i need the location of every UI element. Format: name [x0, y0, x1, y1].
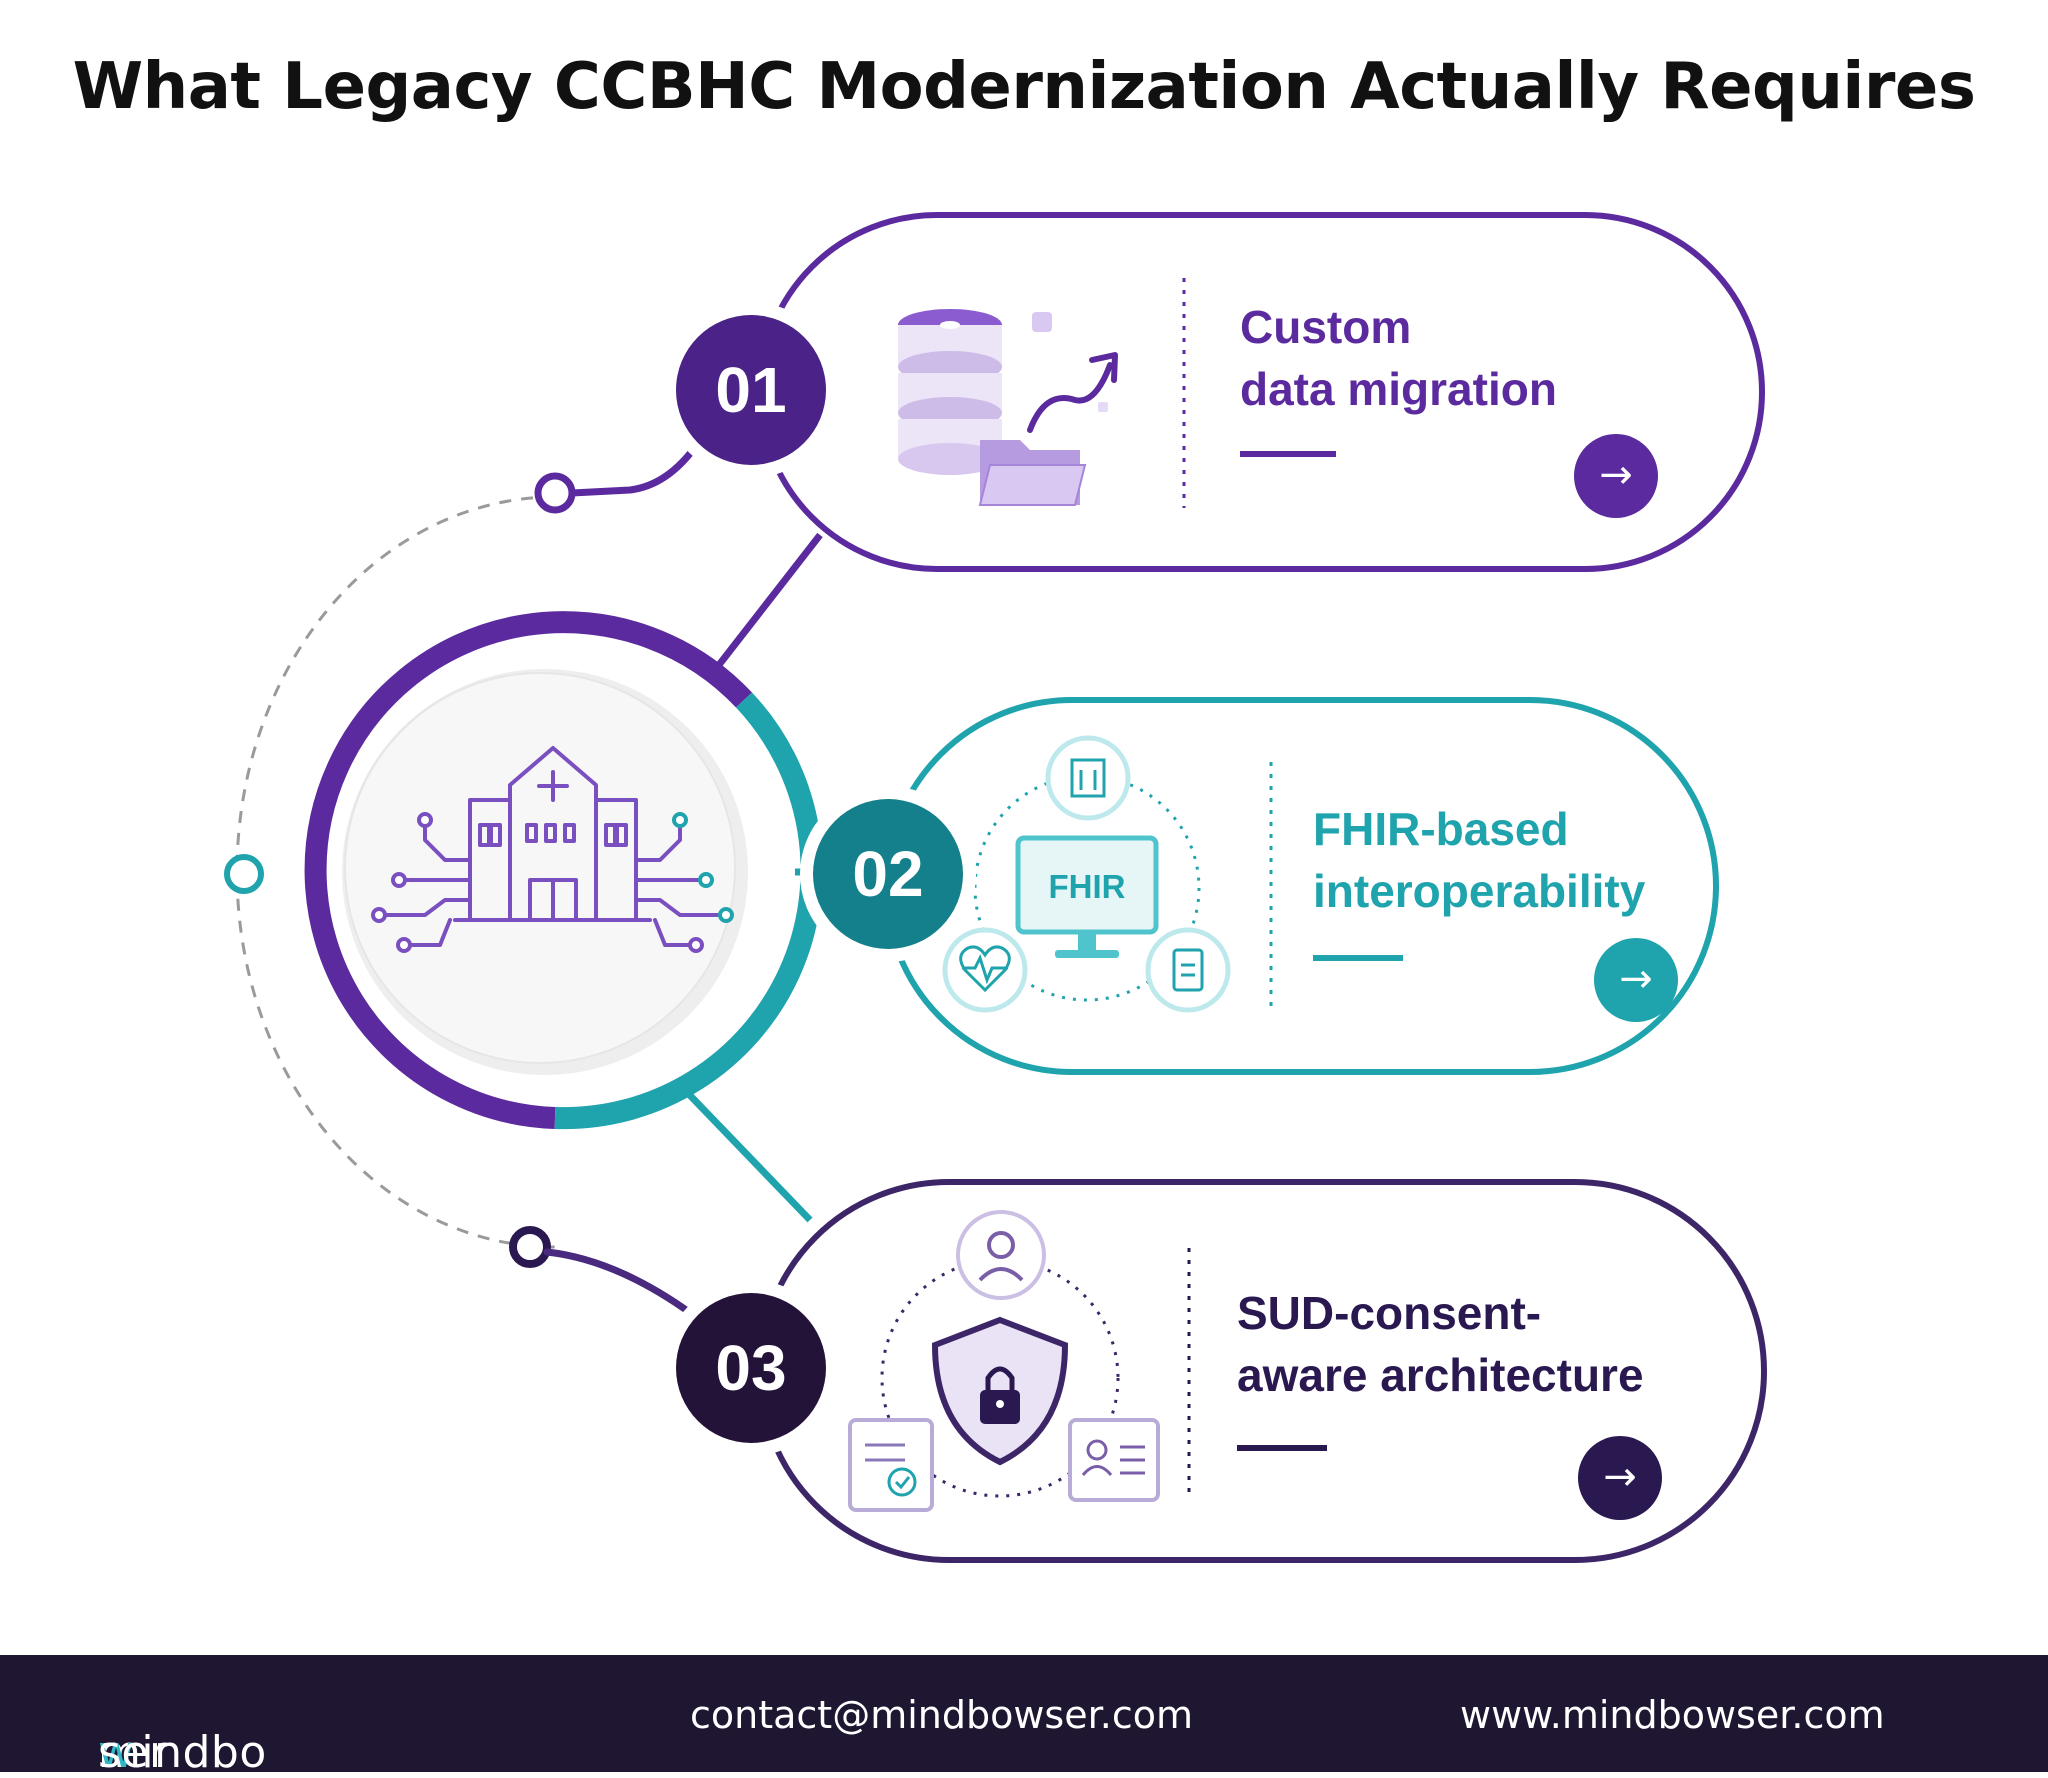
dashed-orbit-arc — [235, 495, 556, 1249]
connector-dot-01 — [568, 436, 704, 497]
orbit-dot-bottom — [509, 1226, 551, 1268]
card-02-title-line-1: FHIR-based — [1313, 803, 1569, 855]
card-02-number-badge: 02 — [813, 799, 963, 949]
page-title: What Legacy CCBHC Modernization Actually… — [72, 50, 1976, 124]
footer-email-link[interactable]: contact@mindbowser.com — [690, 1693, 1193, 1737]
logo-part-1: mindbo — [98, 1727, 267, 1778]
shield-lock-icon — [848, 1210, 1160, 1512]
connector-hub-03 — [677, 1082, 813, 1223]
card-03-number-badge: 03 — [676, 1293, 826, 1443]
diagram-canvas — [224, 212, 1767, 1563]
orbit-dot-top — [534, 472, 576, 514]
logo-part-3: ser — [98, 1727, 168, 1778]
card-01-title-line-1: Custom — [1240, 301, 1412, 353]
logo-part-2: w — [98, 1727, 135, 1778]
connector-hub-01 — [712, 532, 823, 673]
card-03-arrow-button[interactable]: → — [1578, 1436, 1662, 1520]
card-02-arrow-button[interactable]: → — [1594, 938, 1678, 1022]
orbit-dot-middle — [224, 854, 264, 894]
hub-ring-teal — [554, 692, 823, 1130]
hub-inner — [344, 672, 736, 1064]
hospital-circuit-icon — [371, 746, 734, 953]
database-folder-icon — [898, 309, 1118, 506]
fhir-label: FHIR — [1048, 868, 1126, 905]
card-02-title: FHIR-based interoperability — [1313, 798, 1645, 922]
card-01-number-badge: 01 — [676, 315, 826, 465]
card-01-title: Custom data migration — [1240, 296, 1557, 420]
footer-website-link[interactable]: www.mindbowser.com — [1460, 1693, 1885, 1737]
card-03-title-line-1: SUD-consent- — [1237, 1287, 1542, 1339]
hub-ring-purple — [304, 611, 752, 1129]
card-01-title-line-2: data migration — [1240, 363, 1557, 415]
card-02-title-line-2: interoperability — [1313, 865, 1646, 917]
connector-dot-03 — [543, 1248, 704, 1324]
card-03-title-line-2: aware architecture — [1237, 1349, 1644, 1401]
card-03-title: SUD-consent- aware architecture — [1237, 1282, 1644, 1406]
card-01-arrow-button[interactable]: → — [1574, 434, 1658, 518]
fhir-monitor-icon — [942, 735, 1231, 1013]
